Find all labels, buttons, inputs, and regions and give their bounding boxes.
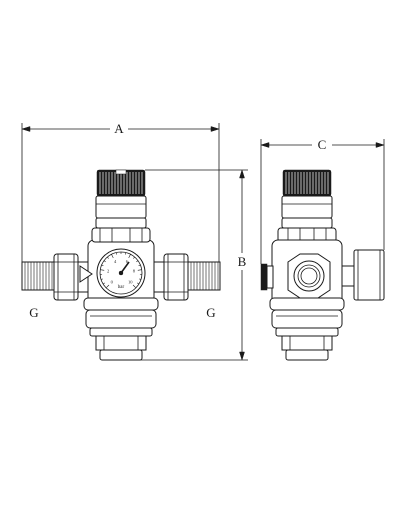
gauge-scale-number: 10 [128, 280, 133, 285]
right-thread [188, 262, 220, 290]
gauge-scale-number: 2 [107, 268, 109, 273]
side-left-stub [261, 264, 273, 290]
dimension-c-label: C [318, 137, 327, 152]
thread-right-label: G [206, 305, 215, 320]
bonnet [92, 196, 150, 242]
front-view: A B [22, 121, 248, 360]
left-thread [22, 262, 54, 290]
gauge-unit-label: bar [118, 285, 125, 290]
adjustment-knob [97, 170, 145, 196]
dimension-b-label: B [238, 254, 247, 269]
right-union-nut [152, 254, 188, 300]
thread-left-label: G [29, 305, 38, 320]
side-adjustment-knob [283, 170, 331, 196]
side-gauge [342, 250, 384, 300]
dimension-a-label: A [114, 121, 124, 136]
side-end-port [288, 254, 330, 298]
side-view: C [261, 137, 384, 360]
side-bonnet [278, 196, 336, 242]
